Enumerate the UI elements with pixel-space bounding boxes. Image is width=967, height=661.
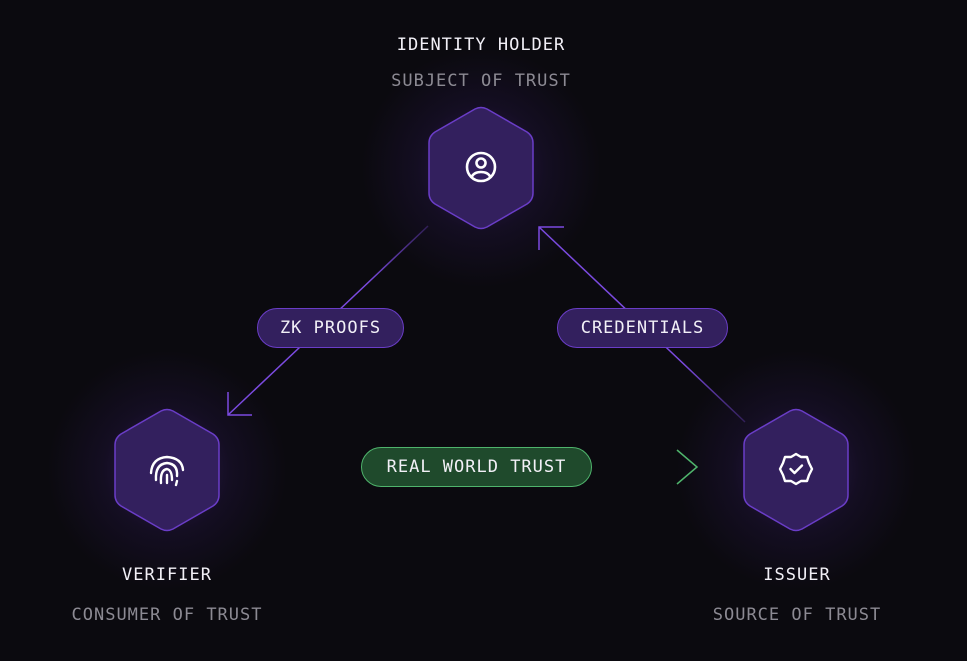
zk-proofs-arrowhead [227, 392, 252, 416]
identity-holder-title: IDENTITY HOLDER [396, 35, 566, 55]
user-circle-icon [465, 151, 497, 183]
badge-check-icon [778, 452, 814, 486]
real-world-trust-arrowhead [676, 449, 699, 485]
fingerprint-icon [149, 455, 185, 487]
zk-proofs-label: ZK PROOFS [257, 308, 404, 348]
credentials-label: CREDENTIALS [557, 308, 728, 348]
real-world-trust-label: REAL WORLD TRUST [361, 447, 592, 487]
verifier-title: VERIFIER [122, 565, 212, 585]
issuer-node[interactable] [741, 408, 851, 532]
identity-holder-node[interactable] [426, 106, 536, 230]
issuer-subtitle: SOURCE OF TRUST [712, 605, 882, 625]
identity-holder-subtitle: SUBJECT OF TRUST [391, 71, 571, 91]
issuer-title: ISSUER [763, 565, 831, 585]
verifier-subtitle: CONSUMER OF TRUST [71, 605, 263, 625]
credentials-arrowhead [538, 226, 564, 250]
verifier-node[interactable] [112, 408, 222, 532]
